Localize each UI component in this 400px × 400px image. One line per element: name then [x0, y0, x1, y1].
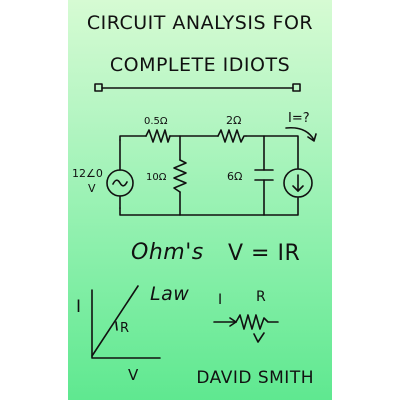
- capacitor: [254, 169, 274, 181]
- label-capacitor: 6Ω: [227, 170, 242, 183]
- current-source: [283, 168, 313, 198]
- resistor-sketch: [213, 314, 279, 343]
- iv-graph: [91, 285, 161, 359]
- resistor-r2: [217, 129, 247, 143]
- cover-drawings: 0.5Ω 2Ω 10Ω 12∠0 V 6Ω I=? I V R I R: [72, 83, 317, 384]
- resistor-current-label: I: [218, 292, 222, 308]
- law-label: Law: [150, 283, 190, 305]
- voltage-source: [106, 169, 134, 197]
- ohms-equation: V = IR: [228, 241, 301, 266]
- label-r3: 10Ω: [146, 172, 167, 183]
- resistor-r3: [173, 159, 187, 193]
- current-arrow: [285, 126, 317, 142]
- label-r2: 2Ω: [226, 114, 241, 127]
- label-r1: 0.5Ω: [144, 116, 168, 127]
- ohms-heading: Ohm's: [131, 240, 204, 265]
- title-line-1: CIRCUIT ANALYSIS FOR: [86, 12, 314, 34]
- label-current-query: I=?: [288, 111, 310, 126]
- book-cover: CIRCUIT ANALYSIS FOR COMPLETE IDIOTS: [68, 0, 332, 400]
- graph-y-label: I: [76, 297, 81, 317]
- graph-slope-label: R: [120, 321, 129, 336]
- title-underline: [94, 83, 301, 92]
- resistor-r-label: R: [256, 289, 266, 305]
- label-source-unit: V: [88, 182, 96, 195]
- title-line-2: COMPLETE IDIOTS: [109, 54, 291, 76]
- label-source-voltage: 12∠0: [72, 167, 103, 180]
- circuit-wires: [119, 135, 299, 216]
- resistor-r1: [145, 129, 171, 143]
- author-name: DAVID SMITH: [196, 368, 314, 388]
- graph-x-label: V: [128, 366, 139, 384]
